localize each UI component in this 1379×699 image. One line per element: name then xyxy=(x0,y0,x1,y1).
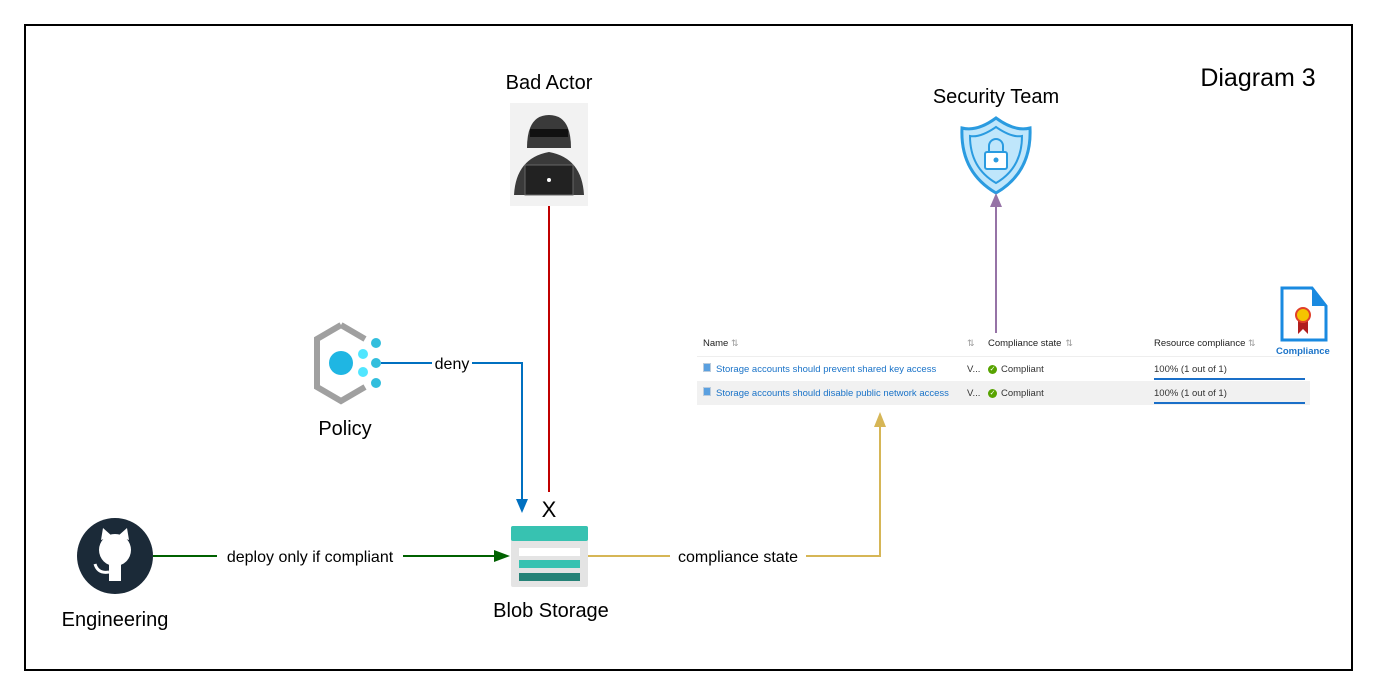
deploy-label: deploy only if compliant xyxy=(227,549,394,566)
security-arrowhead xyxy=(990,193,1002,207)
compliance-certificate-icon xyxy=(1280,286,1328,342)
policy-doc-icon xyxy=(703,363,711,372)
policy-icon xyxy=(314,322,381,405)
check-circle-icon: ✓ xyxy=(988,388,997,398)
compliance-state-arrowhead xyxy=(874,412,886,427)
cell-col2: V... xyxy=(967,387,981,399)
sort-icon: ⇅ xyxy=(730,337,739,348)
table-row: Storage accounts should disable public n… xyxy=(697,381,1310,405)
header-name[interactable]: Name ⇅ xyxy=(703,337,739,349)
header-col2[interactable]: ⇅ xyxy=(967,338,975,349)
compliance-progress-bar xyxy=(1154,402,1305,404)
compliance-table: Name ⇅ ⇅ Compliance state ⇅ Resource com… xyxy=(697,330,1310,405)
policy-doc-icon xyxy=(703,387,711,396)
check-circle-icon: ✓ xyxy=(988,364,997,374)
sort-icon: ⇅ xyxy=(1065,337,1073,348)
policy-link[interactable]: Storage accounts should disable public n… xyxy=(703,387,949,399)
cell-resource-compliance: 100% (1 out of 1) xyxy=(1154,363,1227,375)
github-icon xyxy=(77,518,153,594)
deploy-arrowhead xyxy=(494,550,510,562)
table-header: Name ⇅ ⇅ Compliance state ⇅ Resource com… xyxy=(697,330,1310,357)
compliance-label: Compliance xyxy=(1276,346,1330,357)
engineering-label: Engineering xyxy=(62,609,169,631)
deny-line xyxy=(381,362,523,500)
cell-col2: V... xyxy=(967,363,981,375)
header-compliance-state[interactable]: Compliance state ⇅ xyxy=(988,337,1073,349)
cell-state: ✓Compliant xyxy=(988,387,1044,399)
hacker-icon xyxy=(510,103,588,206)
cell-resource-compliance: 100% (1 out of 1) xyxy=(1154,387,1227,399)
policy-label: Policy xyxy=(318,418,371,440)
policy-link[interactable]: Storage accounts should prevent shared k… xyxy=(703,363,936,375)
blob-storage-icon xyxy=(511,526,588,587)
deny-arrowhead xyxy=(516,499,528,513)
compliance-progress-bar xyxy=(1154,378,1305,380)
deny-label: deny xyxy=(435,356,470,373)
sort-icon: ⇅ xyxy=(967,337,975,348)
blob-storage-label: Blob Storage xyxy=(493,600,609,622)
header-resource-compliance[interactable]: Resource compliance ⇅ xyxy=(1154,337,1256,349)
shield-lock-icon xyxy=(960,116,1032,195)
bad-actor-label: Bad Actor xyxy=(506,72,593,94)
compliance-state-label: compliance state xyxy=(678,549,798,566)
cell-state: ✓Compliant xyxy=(988,363,1044,375)
diagram-border xyxy=(24,24,1353,671)
blocked-x: X xyxy=(542,497,557,522)
sort-icon: ⇅ xyxy=(1248,337,1256,348)
diagram-title: Diagram 3 xyxy=(1200,64,1315,92)
security-team-label: Security Team xyxy=(933,86,1059,108)
compliance-state-line xyxy=(588,425,881,557)
table-row: Storage accounts should prevent shared k… xyxy=(697,357,1310,381)
